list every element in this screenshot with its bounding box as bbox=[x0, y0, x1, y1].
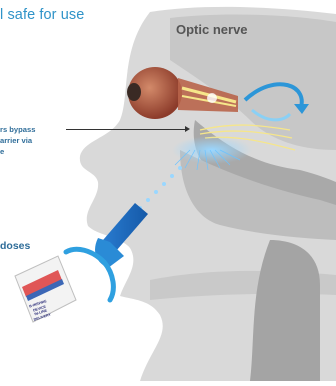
optic-nerve-label: Optic nerve bbox=[176, 22, 248, 37]
pointer-line bbox=[66, 129, 186, 130]
headline: l safe for use bbox=[0, 7, 84, 23]
bypass-label-line2: arrier via bbox=[0, 136, 32, 145]
doses-label: doses bbox=[0, 240, 30, 252]
bypass-label-line1: rs bypass bbox=[0, 125, 35, 134]
bypass-label-line3: e bbox=[0, 147, 4, 156]
